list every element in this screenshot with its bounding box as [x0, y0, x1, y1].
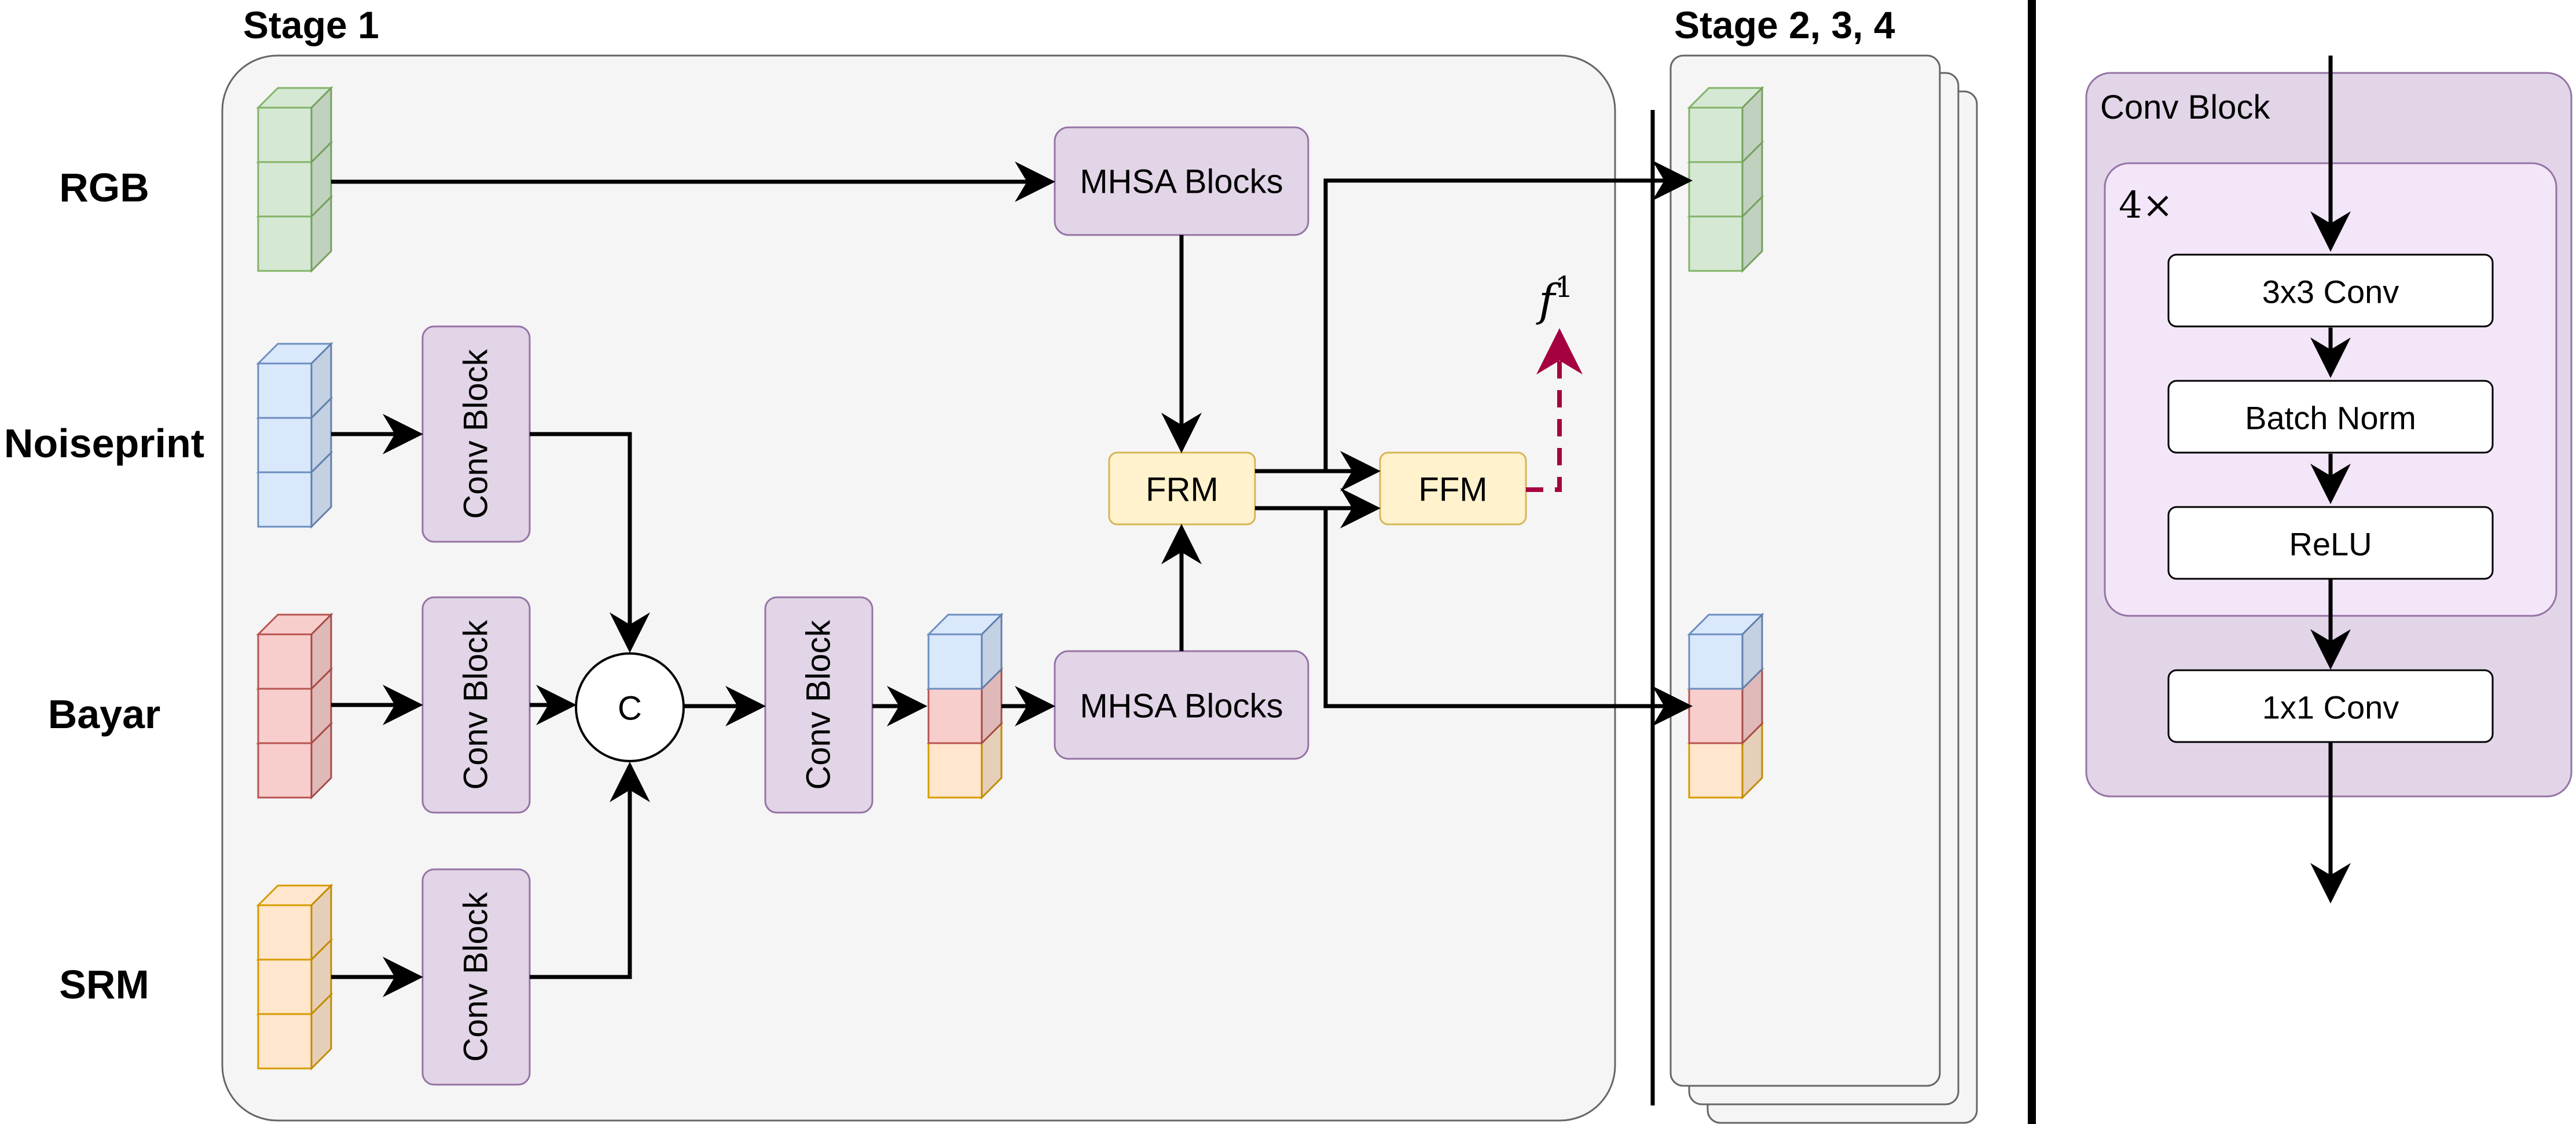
cube-bayar [256, 612, 333, 800]
conv-block-detail-title: Conv Block [2100, 89, 2270, 126]
input-label-srm: SRM [59, 962, 149, 1007]
conv-block-noiseprint-label: Conv Block [457, 348, 495, 519]
output-label-sup: 1 [1555, 270, 1573, 304]
mhsa-block-rgb-label: MHSA Blocks [1080, 163, 1283, 201]
arrows [331, 160, 1693, 997]
cube-cell [256, 86, 333, 164]
stage1-title: Stage 1 [243, 3, 379, 46]
cube-rgb [256, 86, 333, 273]
layer-1x1-conv-label: 1x1 Conv [2262, 689, 2399, 726]
layer-1x1-conv [2167, 669, 2494, 743]
output-dashed-arrow [1526, 328, 1583, 492]
conv-block-srm: Conv Block [421, 868, 531, 1086]
layer-batch-norm-label: Batch Norm [2245, 400, 2416, 436]
cube-stage2-fused [1687, 612, 1764, 800]
repeat-label: 4× [2119, 184, 2173, 227]
stage234-title: Stage 2, 3, 4 [1674, 3, 1895, 46]
input-label-rgb: RGB [59, 165, 149, 210]
cube-cell [256, 612, 333, 691]
mhsa-block-rgb: MHSA Blocks [1054, 126, 1309, 236]
layer-3x3-conv-label: 3x3 Conv [2262, 274, 2399, 310]
cube-noiseprint [256, 341, 333, 529]
stage234-panels [1669, 54, 1978, 1124]
feature-cubes [256, 86, 1764, 1071]
cube-cell [926, 612, 1004, 691]
stage1-panel [221, 54, 1616, 1122]
concat-node: C [575, 652, 685, 762]
mhsa-block-noise-label: MHSA Blocks [1080, 688, 1283, 725]
conv-block-fused: Conv Block [764, 596, 874, 814]
layer-batch-norm [2167, 380, 2494, 454]
ffm-label: FFM [1418, 471, 1487, 509]
cube-srm [256, 883, 333, 1071]
layer-relu [2167, 506, 2494, 580]
conv-block-noiseprint: Conv Block [421, 325, 531, 543]
concat-label: C [618, 690, 642, 728]
input-label-bayar: Bayar [48, 692, 161, 737]
cube-cell [256, 341, 333, 420]
cube-stage2-rgb [1687, 86, 1764, 273]
conv-block-bayar: Conv Block [421, 596, 531, 814]
cube-cell [1687, 86, 1764, 164]
conv-block-bayar-label: Conv Block [457, 619, 495, 789]
frm-block: FRM [1108, 451, 1256, 526]
layer-3x3-conv [2167, 254, 2494, 328]
cube-cell [256, 883, 333, 962]
conv-block-detail: Conv Block 4× 3x3 Conv Batch Norm ReLU 1… [2085, 56, 2573, 903]
frm-label: FRM [1146, 471, 1219, 509]
mhsa-block-noise: MHSA Blocks [1054, 650, 1309, 760]
layer-relu-label: ReLU [2289, 526, 2372, 563]
conv-block-fused-label: Conv Block [800, 619, 838, 789]
cube-fused [926, 612, 1004, 800]
conv-block-srm-label: Conv Block [457, 891, 495, 1061]
input-label-noiseprint: Noiseprint [4, 421, 204, 466]
ffm-block: FFM [1379, 451, 1527, 526]
cube-cell [1687, 612, 1764, 691]
